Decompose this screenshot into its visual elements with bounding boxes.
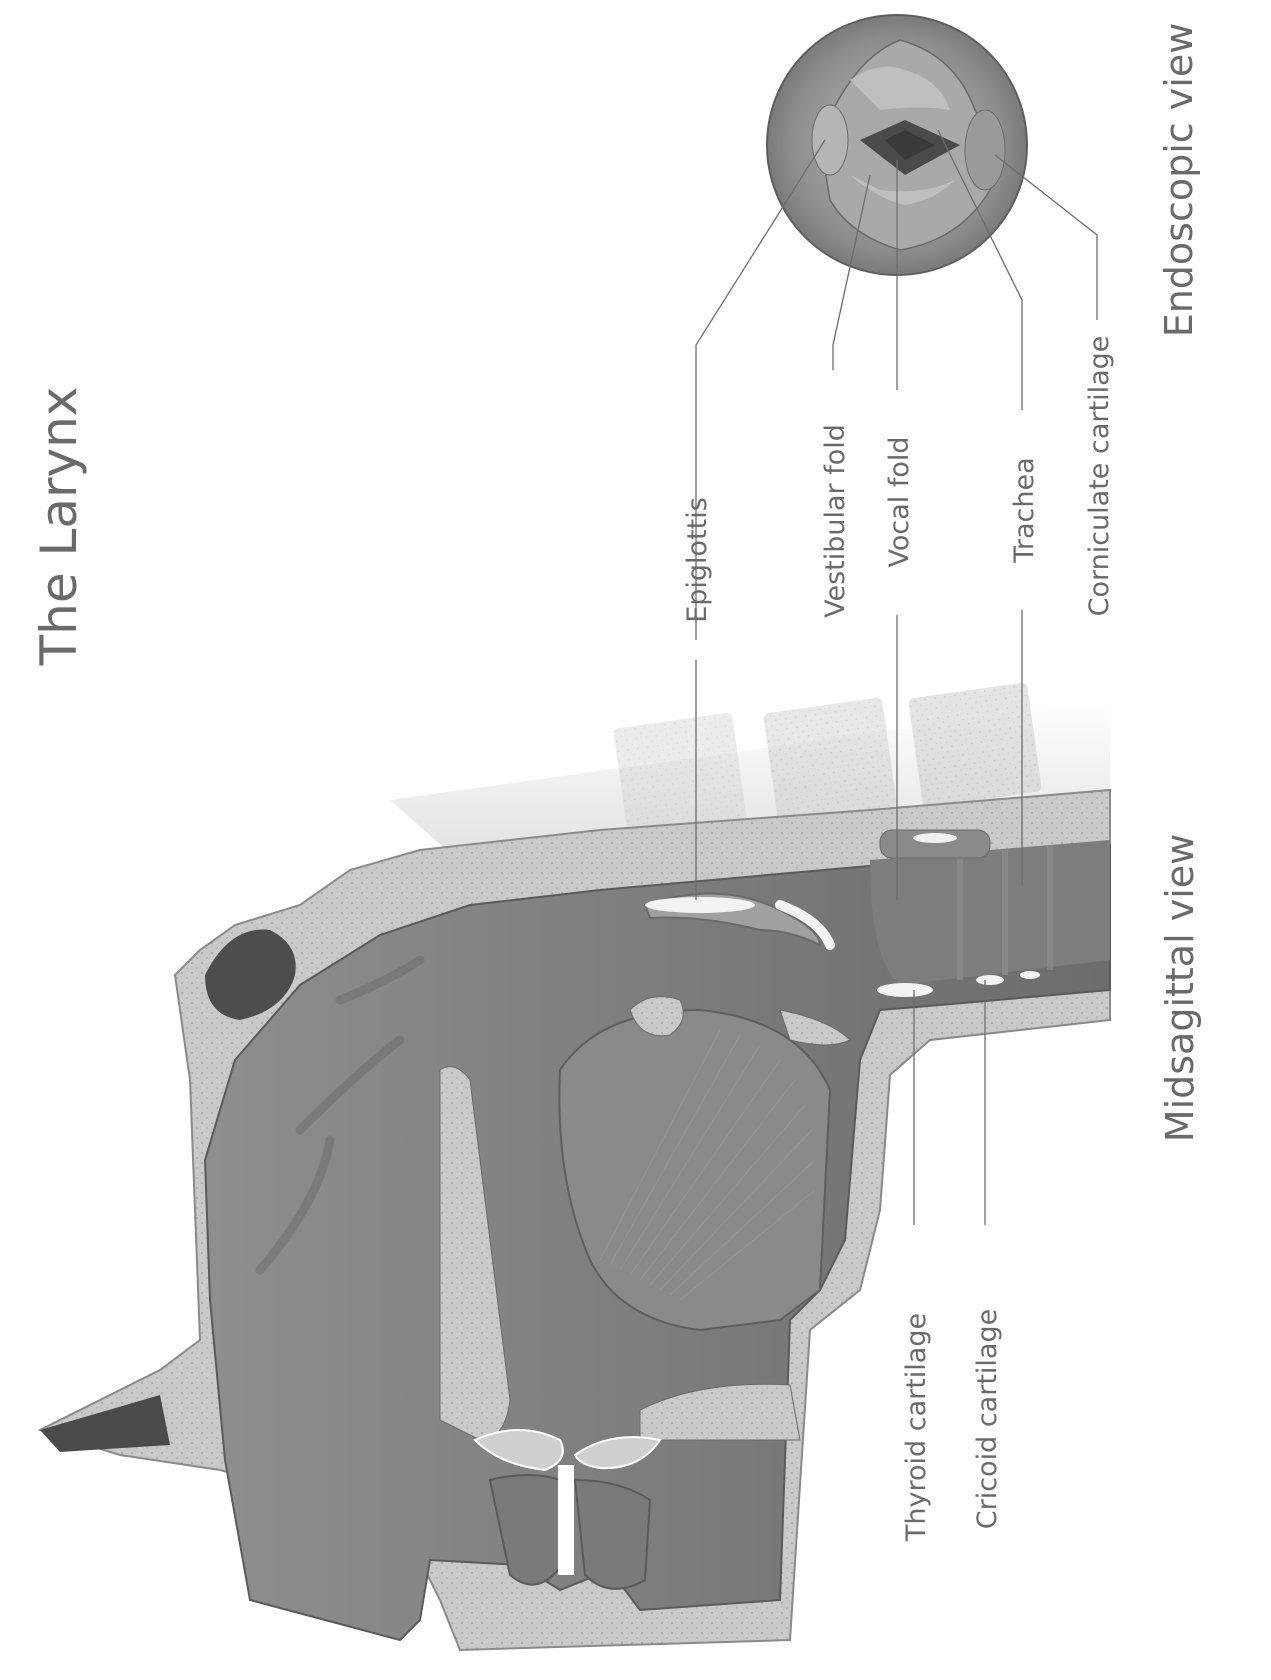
label-corniculate-cartilage: Corniculate cartilage: [1084, 336, 1115, 617]
label-thyroid-cartilage: Thyroid cartilage: [901, 1313, 932, 1542]
title: The Larynx: [30, 387, 88, 667]
label-vocal-fold: Vocal fold: [884, 436, 915, 567]
view-label-midsagittal: Midsagittal view: [1158, 834, 1202, 1142]
midsagittal-illustration: [40, 682, 1110, 1650]
label-epiglottis: Epiglottis: [682, 497, 713, 623]
view-label-endoscopic: Endoscopic view: [1157, 23, 1201, 338]
label-trachea: Trachea: [1009, 457, 1040, 563]
label-cricoid-cartilage: Cricoid cartilage: [972, 1309, 1003, 1529]
label-vestibular-fold: Vestibular fold: [820, 424, 851, 618]
